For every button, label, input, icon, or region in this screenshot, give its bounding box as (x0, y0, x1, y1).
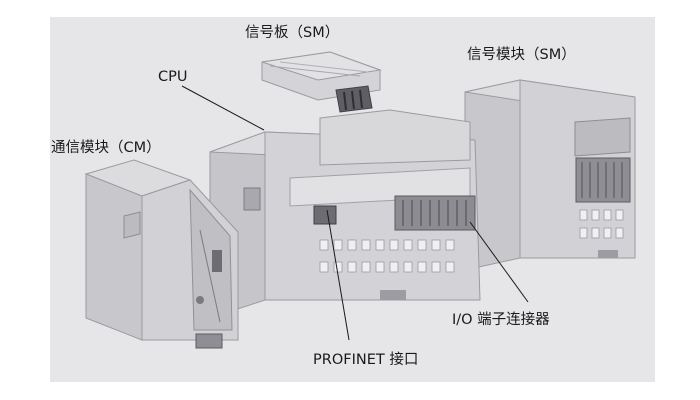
io-connector-label: I/O 端子连接器 (452, 312, 550, 328)
profinet-label: PROFINET 接口 (313, 352, 419, 368)
comm-module (84, 159, 239, 349)
signal-module-label: 信号模块（SM） (467, 47, 576, 63)
signal-module (464, 79, 636, 271)
cpu-label: CPU (158, 69, 188, 85)
cpu-module (209, 109, 481, 319)
profinet-leader-line (326, 209, 350, 341)
cpu-leader-line (181, 85, 265, 131)
comm-module-label: 通信模块（CM） (51, 140, 161, 156)
signal-board-label: 信号板（SM） (245, 25, 340, 41)
leader-lines (181, 85, 529, 341)
signal-board (261, 51, 382, 113)
io-connector-leader-line (469, 221, 529, 303)
